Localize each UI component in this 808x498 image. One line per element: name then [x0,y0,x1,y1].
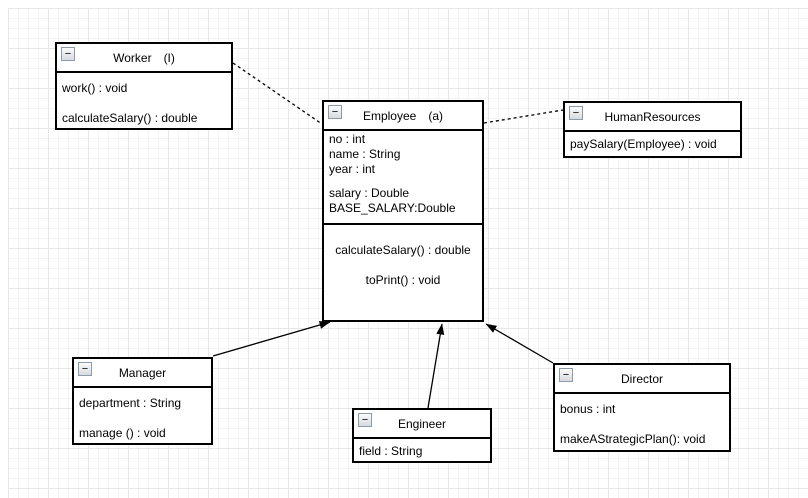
method-line: calculateSalary() : double [335,243,471,257]
edge-manager-employee[interactable] [212,321,331,357]
class-director-members: bonus : int makeAStrategicPlan(): void [555,394,729,454]
class-humanresources[interactable]: − HumanResources paySalary(Employee) : v… [563,101,742,158]
class-manager[interactable]: − Manager department : String manage () … [72,357,213,445]
class-humanresources-title: HumanResources [604,109,701,124]
collapse-icon[interactable]: − [569,106,583,120]
class-employee[interactable]: − Employee (a) no : int name : String ye… [322,100,484,322]
attribute-line: name : String [329,147,401,161]
class-director[interactable]: − Director bonus : int makeAStrategicPla… [553,363,731,452]
edge-worker-employee[interactable] [232,62,323,125]
member-line: field : String [359,444,423,458]
collapse-icon[interactable]: − [61,47,75,61]
class-worker-stereotype: (I) [163,50,175,65]
edge-director-employee[interactable] [485,323,554,364]
class-director-header: − Director [555,365,729,394]
collapse-icon[interactable]: − [78,362,92,376]
attribute-line: no : int [329,132,366,146]
class-worker-header: − Worker (I) [57,44,231,73]
class-director-title: Director [620,371,663,386]
member-line: makeAStrategicPlan(): void [560,432,706,446]
class-worker-members: work() : void calculateSalary() : double [57,73,231,133]
edge-engineer-employee[interactable] [427,323,445,409]
class-employee-header: − Employee (a) [324,102,482,131]
member-line: bonus : int [560,402,616,416]
class-worker-title: Worker [113,50,152,65]
attribute-line: salary : Double [329,186,410,200]
member-line: manage () : void [79,426,166,440]
collapse-icon[interactable]: − [358,413,372,427]
class-engineer-title: Engineer [397,416,447,431]
class-engineer-header: − Engineer [354,410,490,439]
class-manager-header: − Manager [74,359,211,388]
class-employee-title: Employee [362,108,417,123]
collapse-icon[interactable]: − [328,105,342,119]
class-employee-stereotype: (a) [428,108,444,123]
class-worker[interactable]: − Worker (I) work() : void calculateSala… [55,42,233,130]
class-manager-title: Manager [118,365,167,380]
class-engineer[interactable]: − Engineer field : String [352,408,492,463]
method-line: toPrint() : void [365,273,441,287]
class-employee-methods: calculateSalary() : double toPrint() : v… [324,225,482,295]
collapse-icon[interactable]: − [559,368,573,382]
attribute-line: BASE_SALARY:Double [329,201,456,215]
member-line: paySalary(Employee) : void [570,137,717,151]
class-humanresources-members: paySalary(Employee) : void [565,132,740,156]
member-line: calculateSalary() : double [62,111,198,125]
class-manager-members: department : String manage () : void [74,388,211,448]
edge-employee-humanresources[interactable] [483,109,564,124]
attribute-spacer [324,177,482,186]
class-engineer-members: field : String [354,439,490,463]
class-humanresources-header: − HumanResources [565,103,740,132]
member-line: department : String [79,396,182,410]
class-employee-attributes: no : int name : String year : int salary… [324,131,482,225]
attribute-line: year : int [329,162,376,176]
member-line: work() : void [62,81,128,95]
